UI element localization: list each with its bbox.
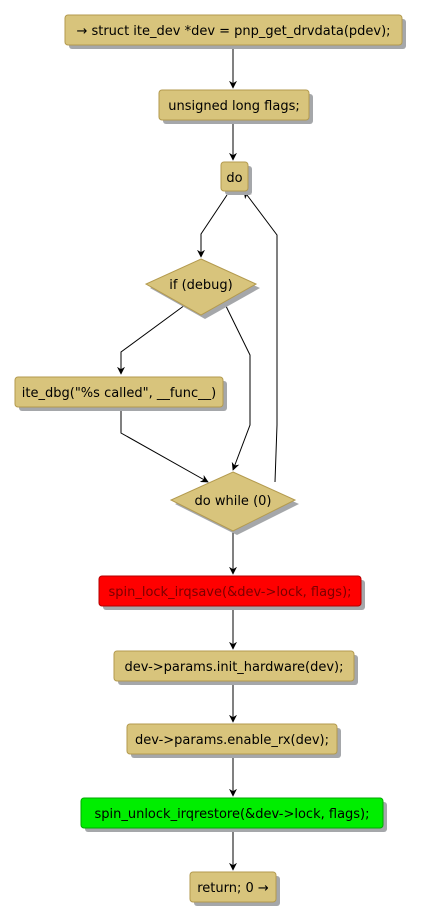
node-if-debug-label: if (debug)	[169, 278, 232, 293]
node-enable-rx: dev->params.enable_rx(dev);	[126, 723, 341, 758]
node-if-debug: if (debug)	[144, 258, 260, 319]
node-decl-flags: unsigned long flags;	[158, 89, 313, 124]
node-enable-rx-label: dev->params.enable_rx(dev);	[135, 733, 329, 748]
edge-if-to-dbg	[117, 304, 186, 375]
node-spin-lock: spin_lock_irqsave(&dev->lock, flags);	[98, 575, 365, 610]
node-init-hardware-label: dev->params.init_hardware(dev);	[124, 660, 343, 675]
node-do-while: do while (0)	[169, 471, 299, 535]
edges	[117, 45, 278, 871]
node-spin-unlock: spin_unlock_irqrestore(&dev->lock, flags…	[80, 797, 387, 832]
node-do-while-label: do while (0)	[195, 494, 272, 509]
node-spin-unlock-label: spin_unlock_irqrestore(&dev->lock, flags…	[94, 807, 369, 822]
node-dbg-call-label: ite_dbg("%s called", __func__)	[22, 386, 216, 401]
edge-if-to-dowhile	[222, 299, 251, 471]
node-return-label: return; 0 →	[197, 881, 269, 896]
node-start: → struct ite_dev *dev = pnp_get_drvdata(…	[64, 14, 406, 49]
node-spin-lock-label: spin_lock_irqsave(&dev->lock, flags);	[108, 585, 351, 600]
node-do-label: do	[226, 171, 242, 186]
edge-dbg-to-dowhile	[120, 408, 209, 483]
node-dbg-call: ite_dbg("%s called", __func__)	[14, 376, 227, 411]
node-init-hardware: dev->params.init_hardware(dev);	[113, 650, 358, 685]
node-start-label: → struct ite_dev *dev = pnp_get_drvdata(…	[76, 24, 390, 39]
edge-dowhile-loop-back	[243, 190, 278, 483]
node-decl-flags-label: unsigned long flags;	[168, 99, 300, 114]
node-do: do	[220, 161, 252, 195]
edge-do-to-if	[197, 194, 228, 258]
node-return: return; 0 →	[189, 871, 280, 906]
